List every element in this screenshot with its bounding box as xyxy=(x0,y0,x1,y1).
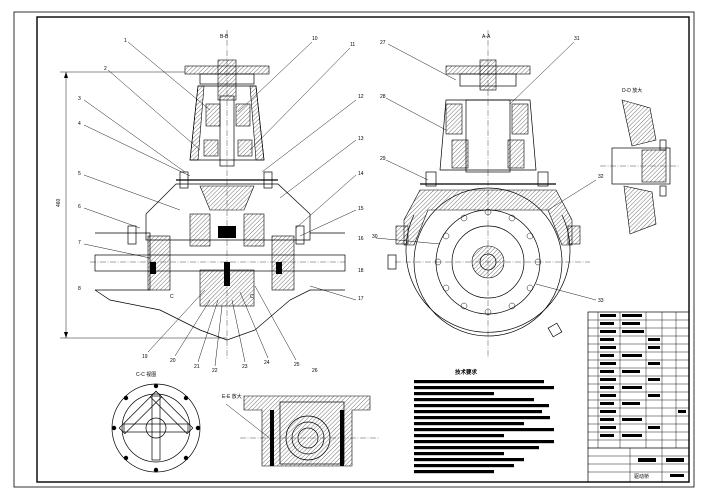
side-view: A-A xyxy=(375,30,597,358)
main-bottom-callout: 25 xyxy=(294,362,300,368)
main-bottom-callout: 22 xyxy=(212,368,218,374)
main-right-callout: 15 xyxy=(358,206,364,212)
main-bottom-callout: 20 xyxy=(170,358,176,364)
detail-view-label: D-D 放大 xyxy=(622,87,642,94)
main-bottom-callout: 21 xyxy=(194,364,200,370)
notes-title: 技术要求 xyxy=(455,368,478,376)
main-left-callout: 5 xyxy=(78,171,81,177)
main-left-callout: 3 xyxy=(78,96,81,102)
main-right-callout: 17 xyxy=(358,296,364,302)
view-e-label: E-E 放大 xyxy=(222,393,242,400)
main-view: 460 B-B C C xyxy=(56,30,357,367)
main-left-callout: 4 xyxy=(78,121,81,127)
main-bottom-callout: 26 xyxy=(312,368,318,374)
drawing-name: 驱动桥 xyxy=(634,473,649,480)
main-left-callout: 7 xyxy=(78,240,81,246)
side-left-callout: 30 xyxy=(372,234,378,240)
gear-detail-view: D-D 放大 xyxy=(600,87,680,235)
side-left-callout: 28 xyxy=(380,94,386,100)
side-left-callout: 29 xyxy=(380,156,386,162)
main-bottom-callout: 19 xyxy=(142,354,148,360)
main-left-callout: 2 xyxy=(104,66,107,72)
main-section-label: B-B xyxy=(220,34,229,40)
main-right-callout: 13 xyxy=(358,136,364,142)
main-top-callout: 10 xyxy=(312,36,318,42)
view-e-e: E-E 放大 xyxy=(222,393,380,467)
main-right-callout: 16 xyxy=(358,236,364,242)
parts-list-title-block: 驱动桥 xyxy=(587,311,690,483)
callout-c2: C xyxy=(250,294,254,300)
main-top-callout: 11 xyxy=(350,42,355,48)
main-left-callout: 8 xyxy=(78,286,81,292)
main-right-callout: 14 xyxy=(358,171,364,177)
main-right-callout: 18 xyxy=(358,268,364,274)
side-right-callout: 33 xyxy=(598,298,604,304)
inner-border xyxy=(36,16,690,483)
main-bottom-callout: 23 xyxy=(242,364,248,370)
callout-c1: C xyxy=(170,294,174,300)
view-c-label: C-C 视图 xyxy=(136,371,156,378)
technical-requirements: 技术要求 xyxy=(414,368,554,474)
side-section-label: A-A xyxy=(482,34,491,40)
outer-border xyxy=(13,11,695,488)
main-bottom-callout: 24 xyxy=(264,360,270,366)
main-top-callout: 12 xyxy=(358,94,364,100)
main-left-callout: 1 xyxy=(124,38,127,44)
view-c-c: C-C 视图 xyxy=(111,371,201,473)
side-right-callout: 31 xyxy=(574,36,580,42)
main-left-callout: 6 xyxy=(78,204,81,210)
side-left-callout: 27 xyxy=(380,40,386,46)
dim-overall-height: 460 xyxy=(56,198,62,207)
side-right-callout: 32 xyxy=(598,174,604,180)
